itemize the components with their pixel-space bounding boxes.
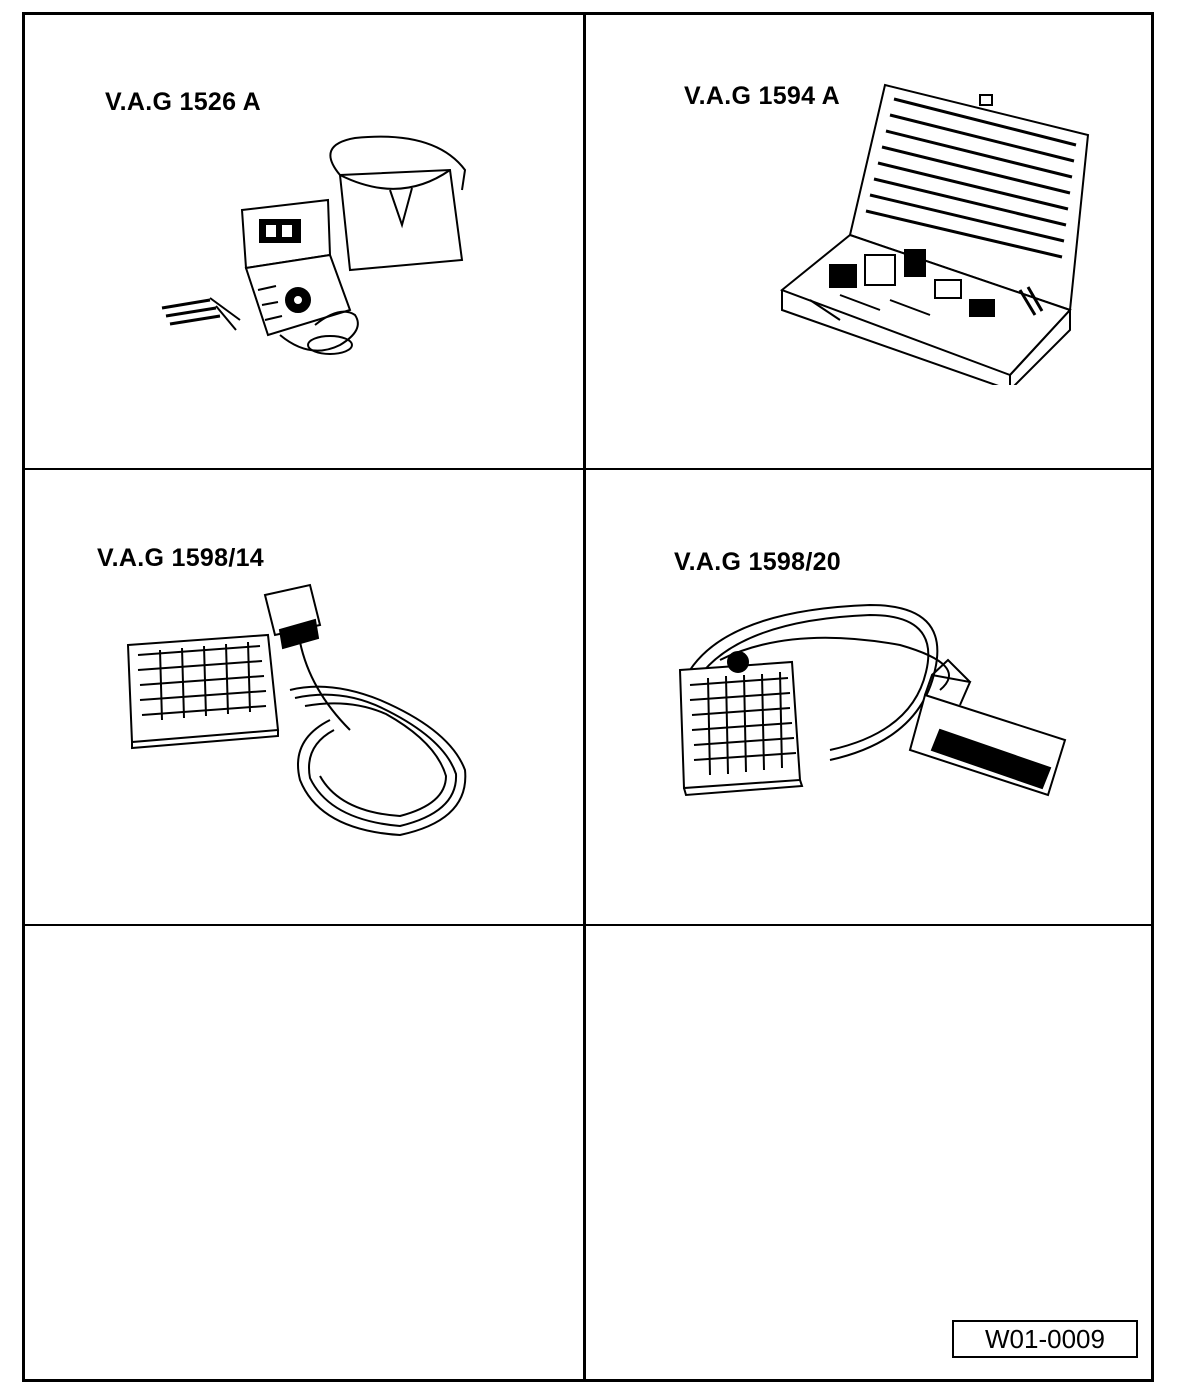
- test-box-with-cable-and-connector-icon: [678, 603, 1067, 797]
- grid-divider-vertical: [583, 12, 586, 1382]
- tool-label-vag-1526-a: V.A.G 1526 A: [105, 88, 262, 116]
- grid-divider-row-1: [22, 468, 1154, 470]
- tool-label-vag-1598-20: V.A.G 1598/20: [674, 548, 841, 576]
- grid-divider-row-2: [22, 924, 1154, 926]
- tool-label-vag-1594-a: V.A.G 1594 A: [684, 82, 841, 110]
- tool-label-vag-1598-14: V.A.G 1598/14: [97, 544, 264, 572]
- test-box-with-cable-icon: [126, 583, 467, 837]
- multimeter-with-carry-bag-icon: [161, 135, 467, 355]
- figure-reference: W01-0009: [952, 1320, 1138, 1358]
- adapter-case-open-icon: [780, 83, 1090, 385]
- tool-sheet-frame: [22, 12, 1154, 1382]
